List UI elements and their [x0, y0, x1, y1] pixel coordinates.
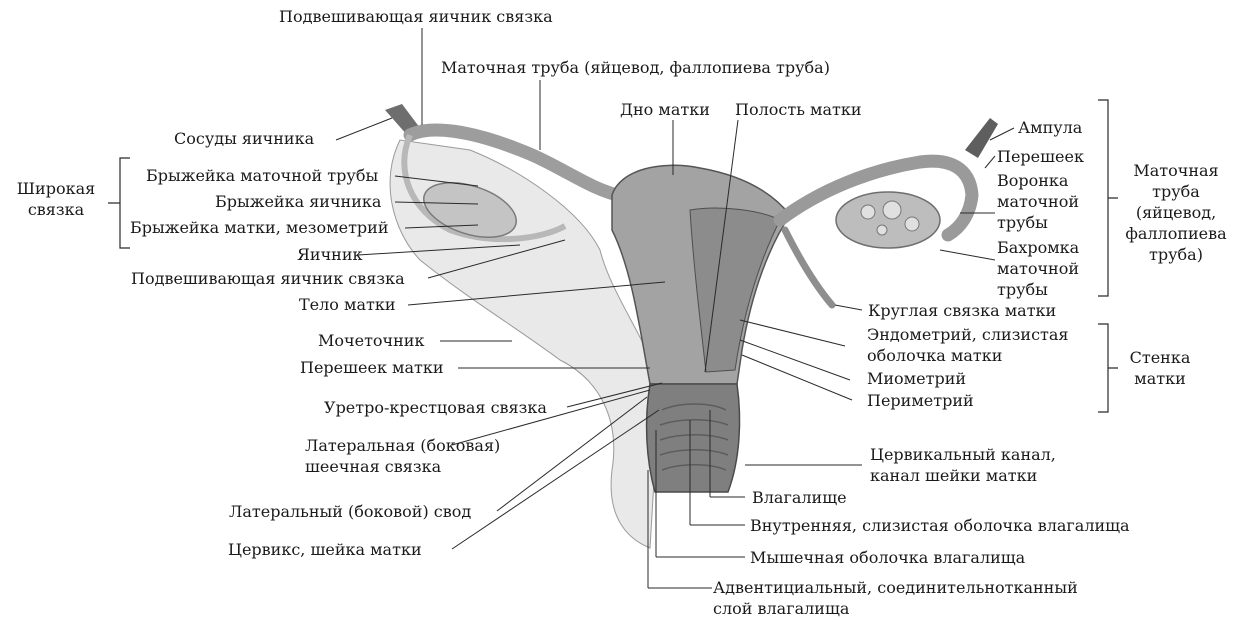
label-lateral-cervical-ligament: Латеральная (боковая) шеечная связка [305, 436, 501, 476]
label-cervix: Цервикс, шейка матки [228, 540, 422, 559]
fallopian-tube-bracket [1098, 99, 1118, 297]
label-endometrium: Эндометрий, слизистая оболочка матки [867, 325, 1069, 365]
label-isthmus-uteri: Перешеек матки [300, 358, 444, 377]
uterine-cavity-shape [689, 207, 781, 373]
label-vaginal-mucosa: Внутренняя, слизистая оболочка влагалища [750, 516, 1130, 535]
label-fallopian-tube-side: Маточная труба (яйцевод, фаллопиева труб… [1125, 161, 1227, 264]
left-fallopian-tube-shape [403, 123, 629, 203]
label-fundus: Дно матки [620, 100, 710, 119]
label-vagina: Влагалище [752, 488, 847, 507]
brackets [108, 99, 1118, 413]
label-broad-ligament: Широкая связка [16, 179, 96, 219]
broad-ligament-bracket [108, 157, 130, 249]
label-ovary: Яичник [297, 245, 363, 264]
round-ligament-shape [781, 226, 836, 309]
label-cervical-canal: Цервикальный канал, канал шейки матки [870, 445, 1056, 485]
right-ampulla-shape [965, 118, 998, 158]
label-myometrium: Миометрий [867, 369, 967, 388]
left-ovary-shape [423, 182, 517, 238]
right-fallopian-tube-shape [773, 154, 979, 242]
label-suspensory-ligament-top: Подвешивающая яичник связка [279, 7, 553, 26]
leader-lines [335, 28, 1015, 589]
label-fallopian-tube-top: Маточная труба (яйцевод, фаллопиева труб… [441, 58, 830, 77]
label-suspensory-ligament-mid: Подвешивающая яичник связка [131, 269, 405, 288]
right-ovary-shape [835, 191, 941, 249]
uterine-wall-bracket [1098, 323, 1118, 413]
label-uterine-body: Тело матки [299, 295, 396, 314]
label-mesometrium: Брыжейка матки, мезометрий [130, 218, 389, 237]
label-uterosacral-ligament: Уретро-крестцовая связка [324, 398, 547, 417]
label-round-ligament: Круглая связка матки [868, 301, 1057, 320]
label-fimbriae: Бахромка маточной трубы [997, 238, 1080, 299]
label-ovarian-vessels: Сосуды яичника [174, 129, 315, 148]
broad-ligament-sheet [389, 139, 661, 549]
label-infundibulum: Воронка маточной трубы [997, 171, 1080, 232]
label-uterine-cavity: Полость матки [735, 100, 862, 119]
label-mesosalpinx: Брыжейка маточной трубы [146, 166, 379, 185]
cervix-vagina-shape [645, 383, 741, 493]
label-isthmus-tube: Перешеек [997, 147, 1084, 166]
label-uterine-wall: Стенка матки [1129, 348, 1191, 388]
label-lateral-fornix: Латеральный (боковой) свод [229, 502, 472, 521]
label-perimetrium: Периметрий [867, 391, 974, 410]
label-vaginal-adventitia: Адвентициальный, соединительнотканный сл… [713, 578, 1078, 618]
label-ampulla: Ампула [1018, 118, 1083, 137]
label-ureter: Мочеточник [318, 331, 425, 350]
label-vaginal-muscular: Мышечная оболочка влагалища [750, 548, 1026, 567]
label-mesovarium: Брыжейка яичника [215, 192, 382, 211]
